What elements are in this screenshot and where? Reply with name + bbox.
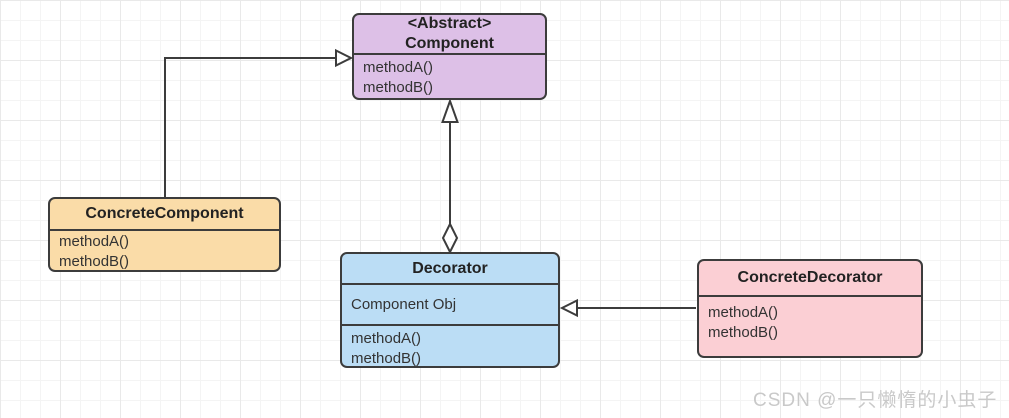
- class-name: Component: [405, 35, 494, 52]
- class-stereotype: <Abstract>: [407, 15, 492, 32]
- class-methods-component: methodA() methodB(): [354, 55, 545, 98]
- connector-line: [164, 57, 336, 197]
- method-item: methodB(): [351, 350, 422, 367]
- class-box-component: <Abstract> Component methodA() methodB(): [352, 13, 547, 100]
- class-methods-concrete-component: methodA() methodB(): [50, 231, 279, 270]
- class-attributes-decorator: Component Obj: [342, 285, 558, 324]
- method-item: methodB(): [59, 253, 130, 270]
- class-box-concrete-decorator: ConcreteDecorator methodA() methodB(): [697, 259, 923, 358]
- inheritance-arrowhead-icon: [441, 98, 459, 123]
- inheritance-arrowhead-icon: [335, 48, 354, 68]
- connector-concretecomponent-to-component: [164, 48, 354, 197]
- class-methods-decorator: methodA() methodB(): [342, 324, 558, 367]
- class-name: ConcreteComponent: [85, 205, 244, 222]
- method-item: methodB(): [363, 79, 434, 96]
- class-title-decorator: Decorator: [342, 254, 558, 285]
- method-item: methodA(): [363, 59, 434, 76]
- connector-decorator-to-component: [441, 98, 459, 255]
- connector-concretedecorator-to-decorator: [559, 298, 696, 318]
- class-box-decorator: Decorator Component Obj methodA() method…: [340, 252, 560, 368]
- class-title-concrete-component: ConcreteComponent: [50, 199, 279, 231]
- class-name: Decorator: [412, 259, 488, 277]
- class-methods-concrete-decorator: methodA() methodB(): [699, 297, 921, 346]
- inheritance-arrowhead-icon: [559, 298, 578, 318]
- class-box-concrete-component: ConcreteComponent methodA() methodB(): [48, 197, 281, 272]
- method-item: methodA(): [351, 330, 422, 347]
- attribute-item: Component Obj: [351, 295, 457, 313]
- method-item: methodB(): [708, 324, 779, 341]
- method-item: methodA(): [59, 233, 130, 250]
- class-title-concrete-decorator: ConcreteDecorator: [699, 261, 921, 297]
- method-item: methodA(): [708, 304, 779, 321]
- class-title-component: <Abstract> Component: [354, 15, 545, 55]
- csdn-watermark: CSDN @一只懒惰的小虫子: [753, 390, 998, 411]
- aggregation-diamond-icon: [441, 221, 459, 255]
- class-name: ConcreteDecorator: [737, 269, 883, 286]
